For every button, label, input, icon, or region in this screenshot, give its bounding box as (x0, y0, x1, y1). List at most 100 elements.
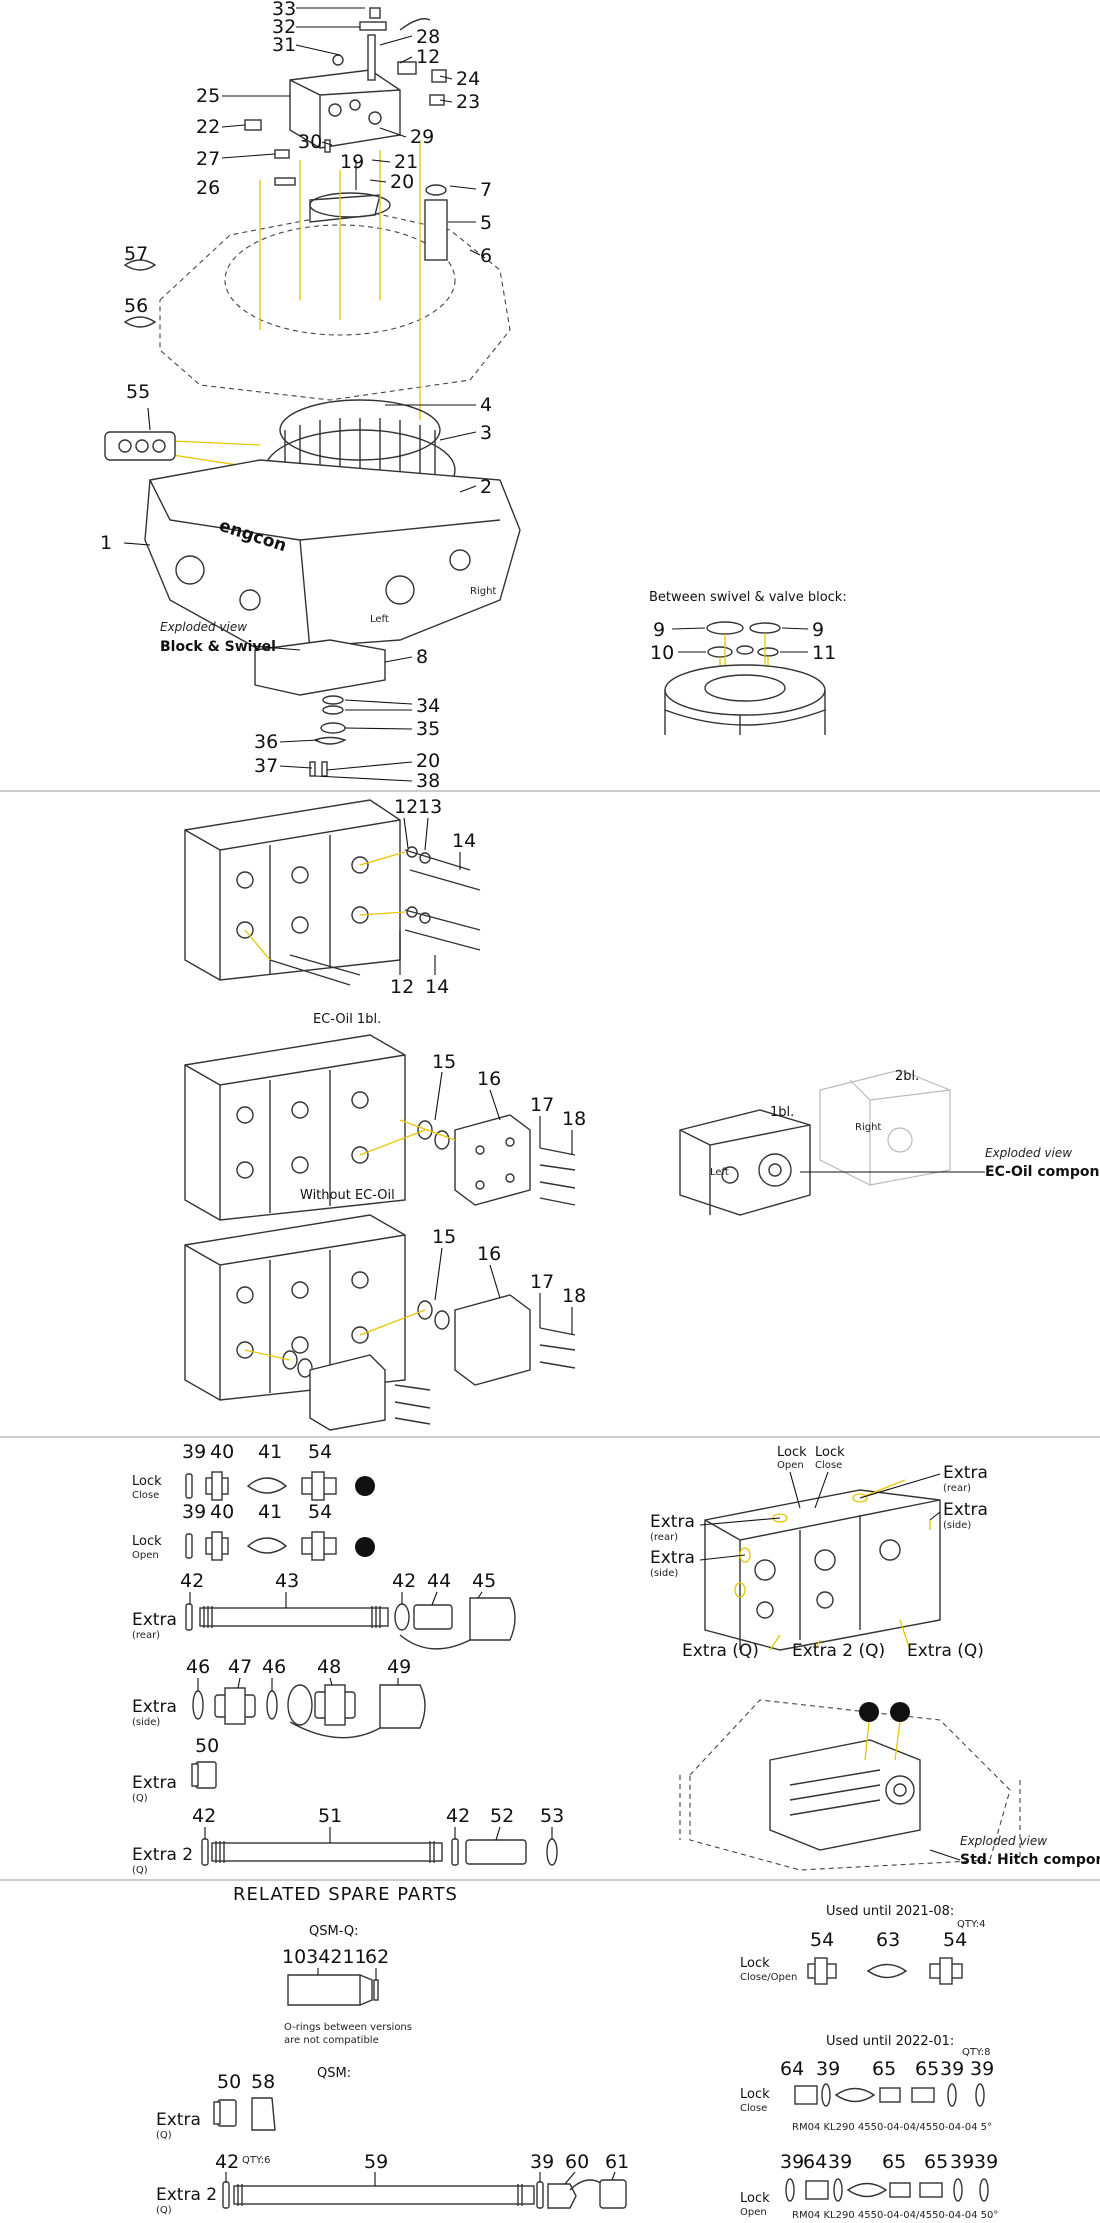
callout-label: 37 (254, 755, 278, 777)
callout-label: 10 (650, 642, 674, 664)
svg-text:Extra: Extra (650, 1512, 695, 1532)
callout-label: 43 (275, 1570, 299, 1592)
callout-label: 60 (565, 2151, 589, 2173)
callout-label: 21 (394, 151, 418, 173)
callout-label: 17 (530, 1094, 554, 1116)
callout-label: 39 (974, 2151, 998, 2173)
callout-label: 51 (318, 1805, 342, 1827)
svg-text:QTY:8: QTY:8 (962, 2047, 991, 2058)
callout-label: 64 (803, 2151, 827, 2173)
svg-text:Extra 2: Extra 2 (156, 2185, 217, 2205)
svg-text:O: O (863, 1706, 874, 1721)
svg-text:(Q): (Q) (156, 2205, 172, 2216)
swivel-inset: Between swivel & valve block: 9 9 10 11 (649, 590, 847, 735)
callout-label: 65 (915, 2058, 939, 2080)
svg-text:Extra: Extra (943, 1500, 988, 1520)
hitch-row-extra-q: Extra (Q) 50 (132, 1735, 219, 1804)
callout-label: 44 (427, 1570, 451, 1592)
callout-label: 16 (477, 1068, 501, 1090)
callout-label: 42 (215, 2151, 239, 2173)
callout-label: 29 (410, 126, 434, 148)
svg-text:1bl.: 1bl. (770, 1105, 794, 1120)
svg-text:Lock: Lock (132, 1534, 162, 1549)
callout-label: 42 (446, 1805, 470, 1827)
svg-text:QTY:6: QTY:6 (242, 2155, 271, 2166)
callout-label: 55 (126, 381, 150, 403)
svg-text:Open: Open (777, 1460, 804, 1471)
block-swivel-caption: Exploded view Block & Swivel (160, 620, 301, 655)
svg-text:Exploded view: Exploded view (960, 1834, 1047, 1848)
svg-text:Used until 2022-01:: Used until 2022-01: (826, 2034, 954, 2049)
used-until-2022: Used until 2022-01: QTY:8 Lock Close 64 … (740, 2034, 998, 2221)
section1-leaders (123, 7, 481, 782)
hitch-row-lock-close: Lock Close 39 40 41 54 C (132, 1441, 375, 1501)
svg-text:are not compatible: are not compatible (284, 2035, 379, 2046)
callout-label: 19 (340, 151, 364, 173)
svg-text:RM04 KL290 4550-04-04/4550-0: RM04 KL290 4550-04-04/4550-04-04 5° (792, 2122, 992, 2133)
callout-label: 46 (262, 1656, 286, 1678)
callout-label: 39 (530, 2151, 554, 2173)
svg-text:Between swivel & valve block:: Between swivel & valve block: (649, 590, 847, 605)
callout-label: 15 (432, 1226, 456, 1248)
callout-label: 12 (394, 796, 418, 818)
svg-text:Exploded view: Exploded view (985, 1146, 1072, 1160)
callout-label: 48 (317, 1656, 341, 1678)
callout-label: 7 (480, 179, 492, 201)
hitch-row-lock-open: Lock Open 39 40 41 54 O (132, 1501, 375, 1561)
hitch-row-extra2-q: Extra 2 (Q) 42 51 42 52 53 (132, 1805, 564, 1876)
svg-text:Extra: Extra (943, 1463, 988, 1483)
callout-label: 58 (251, 2071, 275, 2093)
valve-block-ec-oil: 15 16 17 18 (184, 1034, 586, 1221)
svg-text:(side): (side) (943, 1520, 971, 1531)
callout-label: 50 (195, 1735, 219, 1757)
svg-text:(rear): (rear) (132, 1630, 160, 1641)
callout-label: 54 (943, 1929, 967, 1951)
callout-label: 17 (530, 1271, 554, 1293)
spare-extra2-q: Extra 2 (Q) 42 QTY:6 59 39 60 61 (156, 2151, 629, 2216)
callout-label: 35 (416, 718, 440, 740)
callout-label: 56 (124, 295, 148, 317)
callout-label: 42 (192, 1805, 216, 1827)
svg-text:O-rings between versions: O-rings between versions (284, 2022, 412, 2033)
callout-label: 49 (387, 1656, 411, 1678)
callout-label: 65 (924, 2151, 948, 2173)
svg-text:Extra 2: Extra 2 (132, 1845, 193, 1865)
callout-label: 39 (182, 1441, 206, 1463)
callout-label: 26 (196, 177, 220, 199)
callout-label: 4 (480, 394, 492, 416)
callout-label: 39 (940, 2058, 964, 2080)
callout-label: 23 (456, 91, 480, 113)
callout-label: 62 (365, 1946, 389, 1968)
callout-label: 28 (416, 26, 440, 48)
svg-text:Extra: Extra (132, 1610, 177, 1630)
callout-label: 41 (258, 1441, 282, 1463)
callout-label: 57 (124, 243, 148, 265)
svg-text:Extra (Q): Extra (Q) (682, 1641, 759, 1661)
callout-label: 2 (480, 476, 492, 498)
callout-label: 39 (816, 2058, 840, 2080)
callout-label: 27 (196, 148, 220, 170)
svg-text:Lock: Lock (815, 1445, 845, 1460)
svg-text:(side): (side) (132, 1717, 160, 1728)
callout-label: 42 (180, 1570, 204, 1592)
callout-label: 20 (390, 171, 414, 193)
svg-text:Close: Close (740, 2103, 767, 2114)
callout-label: 24 (456, 68, 480, 90)
callout-label: 54 (308, 1501, 332, 1523)
callout-label: 50 (217, 2071, 241, 2093)
section1-callouts: 33 32 31 28 12 24 23 25 22 29 30 21 27 1… (100, 0, 492, 792)
callout-label: 20 (416, 750, 440, 772)
svg-text:Extra (Q): Extra (Q) (907, 1641, 984, 1661)
callout-label: 53 (540, 1805, 564, 1827)
svg-text:Extra: Extra (156, 2110, 201, 2130)
svg-text:Left: Left (710, 1167, 729, 1178)
svg-text:Open: Open (740, 2207, 767, 2218)
svg-text:(side): (side) (650, 1568, 678, 1579)
callout-label: 63 (876, 1929, 900, 1951)
callout-label: 38 (416, 770, 440, 792)
callout-label: 61 (605, 2151, 629, 2173)
callout-label: 59 (364, 2151, 388, 2173)
callout-label: 47 (228, 1656, 252, 1678)
callout-label: 32 (272, 16, 296, 38)
qsm-q-group: QSM-Q: 1034211 62 O-rings between versio… (282, 1924, 412, 2046)
